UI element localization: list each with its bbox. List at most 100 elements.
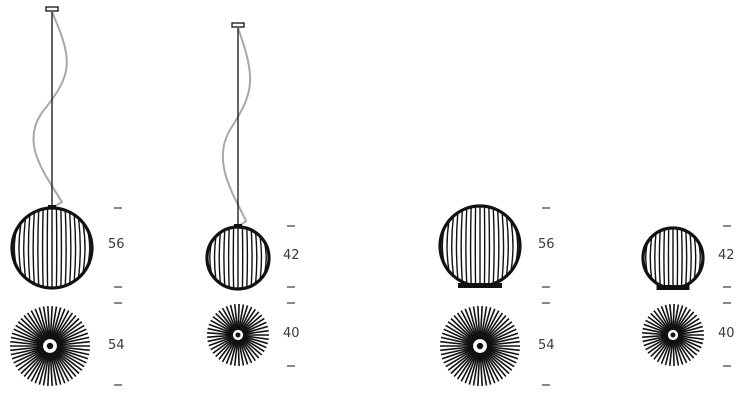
spoke	[653, 310, 670, 331]
spoke	[225, 340, 237, 365]
spoke	[677, 314, 698, 332]
lamp4-height-value: 42	[718, 248, 735, 263]
spoke	[643, 336, 668, 347]
spoke	[50, 306, 58, 339]
globe-rib	[469, 208, 472, 284]
spoke	[10, 336, 43, 346]
globe-rib	[663, 230, 666, 286]
spoke	[485, 350, 513, 371]
globe-rib	[23, 219, 27, 277]
globe-rib	[69, 213, 72, 283]
lamp3-diameter-value: 54	[538, 338, 555, 353]
lamp4-table-small	[641, 226, 705, 290]
globe-rib	[263, 242, 267, 274]
spoke	[53, 352, 74, 380]
spoke	[647, 316, 669, 333]
spoke	[441, 332, 473, 345]
spoke	[57, 346, 90, 356]
globe-rib	[41, 210, 44, 286]
spoke	[53, 352, 70, 382]
spoke	[10, 346, 43, 356]
spoke	[464, 353, 478, 384]
spoke	[54, 314, 77, 341]
globe-rib	[451, 217, 455, 275]
spoke	[477, 353, 481, 386]
spoke	[233, 341, 239, 366]
spoke	[447, 321, 475, 342]
spoke	[656, 307, 671, 331]
spoke	[650, 338, 670, 358]
spoke	[241, 311, 260, 331]
ceiling-canopy	[231, 22, 245, 28]
spoke	[472, 353, 480, 386]
spoke	[242, 338, 263, 356]
globe-rib	[246, 229, 249, 287]
spoke	[10, 346, 43, 352]
spoke	[17, 321, 45, 342]
center-dot	[476, 342, 484, 350]
spoke	[49, 353, 53, 386]
globe-rib	[60, 210, 63, 286]
spoke	[460, 352, 477, 382]
spoke	[244, 335, 269, 341]
spoke	[56, 328, 87, 344]
globe-rib	[689, 234, 692, 282]
spoke	[483, 310, 500, 340]
globe-rib	[693, 237, 697, 279]
spoke	[678, 336, 702, 349]
lamp4-top-view	[642, 303, 704, 367]
spoke	[241, 339, 260, 359]
globe-rib	[82, 223, 86, 273]
spoke	[57, 346, 90, 352]
spoke	[677, 338, 698, 356]
spoke	[674, 340, 684, 365]
spoke	[674, 305, 684, 330]
spoke	[57, 347, 89, 360]
spoke	[479, 306, 483, 339]
spoke	[677, 317, 700, 333]
spoke	[642, 332, 667, 336]
pendant-globe	[10, 206, 94, 290]
spoke	[13, 328, 44, 344]
spoke	[215, 338, 235, 358]
spoke	[482, 308, 496, 339]
spoke	[460, 310, 477, 340]
spoke	[487, 340, 520, 346]
spoke	[480, 353, 488, 386]
spoke	[677, 337, 700, 353]
globe-rib	[209, 242, 213, 274]
globe-rib	[227, 229, 230, 287]
spoke	[210, 319, 233, 333]
globe-rib	[698, 242, 701, 274]
lamp2-diameter-value: 40	[283, 326, 300, 341]
spoke	[443, 328, 474, 344]
spoke	[464, 308, 478, 339]
spoke	[441, 347, 473, 360]
globe-rib	[18, 223, 22, 273]
spoke	[30, 310, 47, 340]
spoke	[485, 350, 510, 375]
spoke	[642, 327, 668, 335]
spoke	[237, 341, 240, 367]
spoke	[660, 340, 672, 365]
spoke	[486, 348, 517, 364]
spoke	[15, 349, 44, 368]
table-globe	[641, 226, 705, 290]
globe-rib	[255, 233, 258, 283]
spoke	[20, 350, 45, 375]
spoke	[445, 324, 474, 343]
spoke	[678, 325, 704, 335]
spoke	[49, 306, 53, 339]
spoke	[51, 307, 62, 339]
spoke	[239, 305, 249, 330]
spoke	[485, 321, 513, 342]
spoke	[487, 336, 520, 346]
spoke	[650, 312, 670, 332]
spoke	[642, 334, 667, 338]
globe-rib	[505, 217, 509, 275]
spoke	[52, 308, 66, 339]
spoke	[678, 321, 702, 334]
spoke	[487, 347, 519, 360]
spoke	[440, 346, 473, 356]
spoke	[11, 332, 43, 345]
